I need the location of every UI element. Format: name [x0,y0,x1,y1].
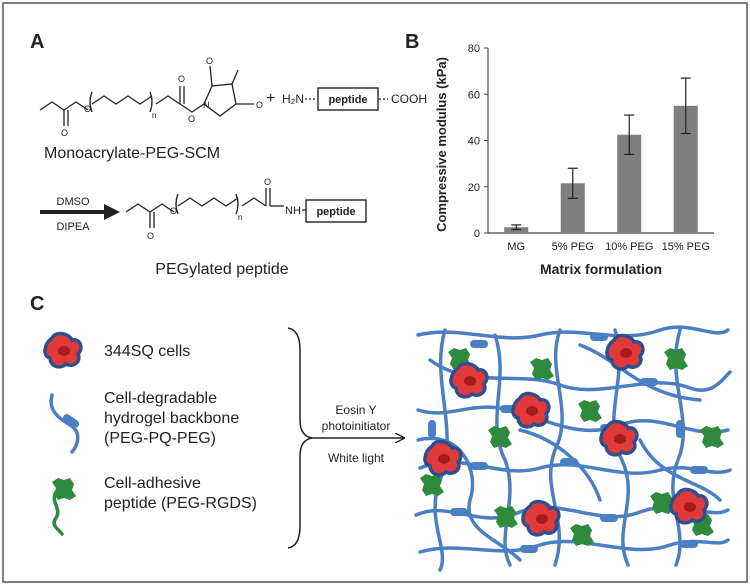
x-tick-label: MG [507,241,525,253]
solvent-label: DMSO [57,196,90,208]
product-label: PEGylated peptide [155,261,289,278]
curly-brace [287,327,313,549]
atom-o: O [170,206,177,216]
product-structure [125,188,284,228]
y-tick-label: 0 [474,228,480,240]
repeat-index: n [238,213,242,222]
atom-o: O [188,114,195,124]
arrow-top-line-2: photoinitiator [322,419,391,433]
arrow-bottom-label: White light [328,451,385,465]
legend-line: peptide (PEG-RGDS) [104,495,257,512]
repeat-index: n [152,111,156,120]
x-tick-label: 15% PEG [662,241,710,253]
reagent-label: Monoacrylate-PEG-SCM [44,145,220,162]
atom-o: O [178,74,185,84]
atom-o: O [84,104,91,114]
peptide-box-label: peptide [328,94,367,106]
atom-o: O [206,56,213,66]
amide-nh: NH [285,205,301,217]
panel-b-letter: B [405,31,419,53]
y-tick-label: 40 [468,136,480,148]
panel-a-letter: A [30,31,44,53]
x-axis-title: Matrix formulation [540,261,662,277]
panel-c-letter: C [30,293,44,315]
legend-line: hydrogel backbone [104,410,239,427]
arrow-top-line-1: Eosin Y [335,403,376,417]
atom-o: O [264,177,271,187]
atom-n: N [203,100,210,110]
peptide-box [317,87,379,111]
atom-o: O [61,128,68,138]
cells [423,333,709,537]
product-peptide-box [305,199,367,223]
carboxyl-group: COOH [391,92,427,106]
panel-a: A O O n O O N O O + [30,31,427,278]
cell-icon [43,331,83,369]
legend-line: Cell-adhesive [104,475,201,492]
base-label: DIPEA [56,221,90,233]
reagent-structure [39,65,254,126]
legend-line: (PEG-PQ-PEG) [104,430,216,447]
x-tick-label: 10% PEG [605,241,653,253]
product-peptide-box-label: peptide [316,206,355,218]
backbone-icon [49,393,80,454]
pq-segments [428,333,708,553]
x-tick-label: 5% PEG [552,241,594,253]
amine-group: H₂N [282,92,304,106]
legend-line: Cell-degradable [104,390,217,407]
hydrogel-network [414,325,732,572]
adhesive-peptide-icon [52,478,76,536]
y-tick-label: 60 [468,89,480,101]
y-axis-title: Compressive modulus (kPa) [434,57,449,232]
plus-sign: + [266,90,275,107]
y-tick-label: 20 [468,182,480,194]
legend-line: 344SQ cells [104,343,190,360]
y-tick-label: 80 [468,43,480,55]
atom-o: O [147,231,154,241]
reagent-atom-labels: O O n O O N O O [61,56,263,138]
atom-o: O [256,100,263,110]
